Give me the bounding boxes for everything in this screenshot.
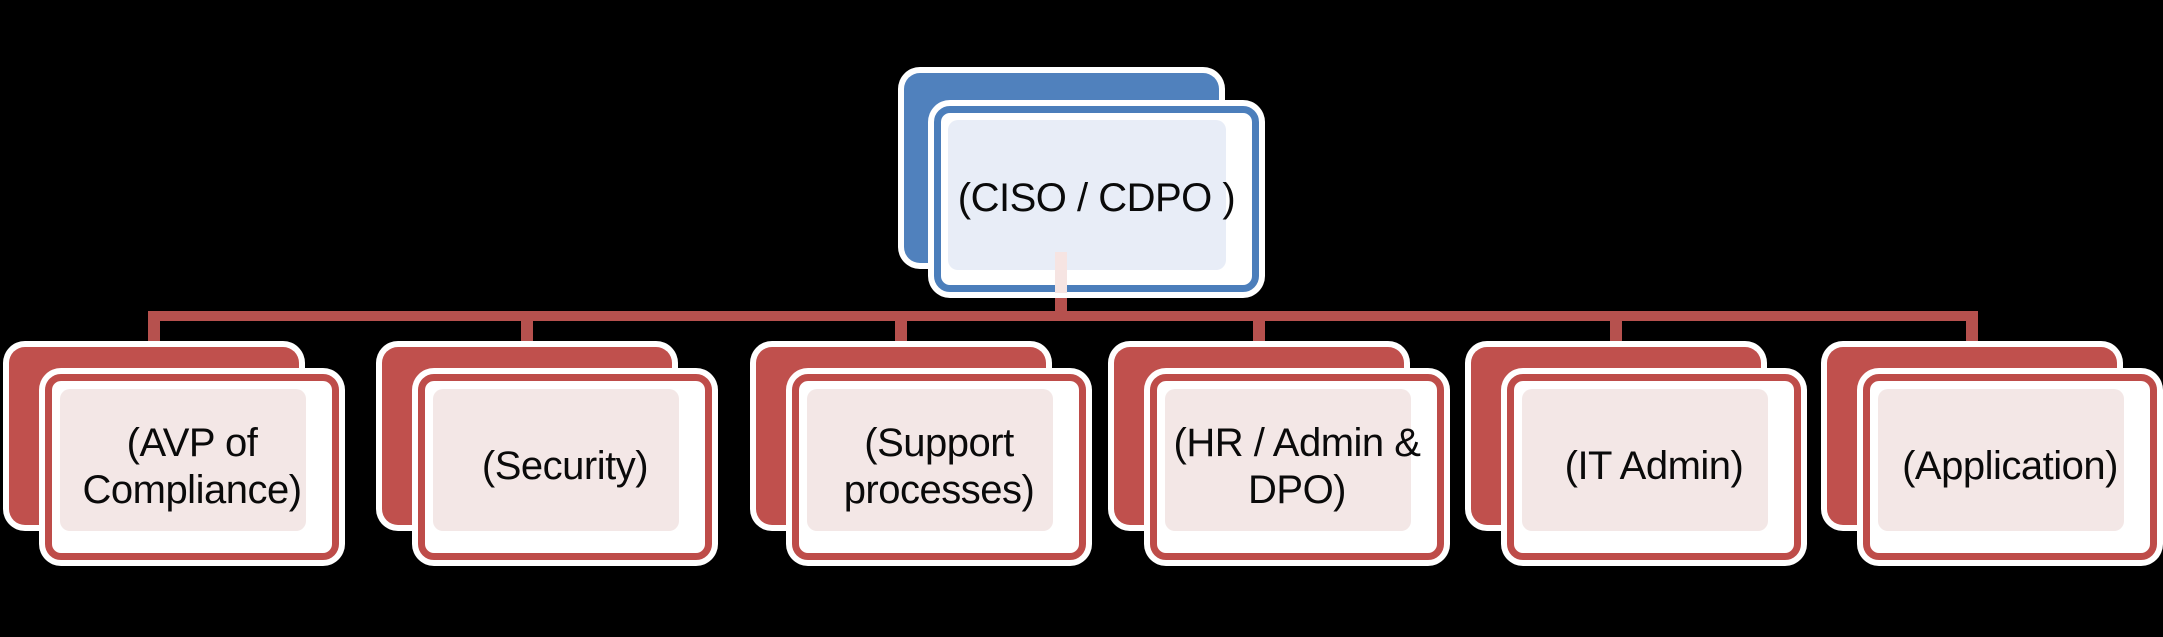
node-tint-panel (948, 120, 1226, 270)
org-node-label: (Application) (1902, 444, 2118, 489)
org-node-avp-of-compliance: (AVP of Compliance) (3, 341, 345, 566)
node-tint-panel (1878, 389, 2124, 531)
node-tint-panel (1522, 389, 1768, 531)
org-node-support-processes-box[interactable]: (Support processes) (792, 374, 1086, 560)
org-node-it-admin-box[interactable]: (IT Admin) (1507, 374, 1801, 560)
org-node-it-admin: (IT Admin) (1465, 341, 1807, 566)
org-node-label: (HR / Admin & DPO) (1173, 420, 1421, 512)
org-node-application: (Application) (1821, 341, 2163, 566)
org-node-security: (Security) (376, 341, 718, 566)
org-node-application-box[interactable]: (Application) (1863, 374, 2157, 560)
org-node-label: (Security) (481, 444, 649, 489)
node-tint-panel (60, 389, 306, 531)
org-node-root-box[interactable]: (CISO / CDPO ) (934, 106, 1259, 292)
org-node-label: (IT Admin) (1564, 444, 1744, 489)
org-node-security-box[interactable]: (Security) (418, 374, 712, 560)
org-node-root-label: (CISO / CDPO ) (957, 176, 1236, 221)
org-node-root: (CISO / CDPO ) (898, 67, 1271, 304)
org-node-support-processes: (Support processes) (750, 341, 1092, 566)
node-tint-panel (1165, 389, 1411, 531)
org-node-hr-admin-dpo-box[interactable]: (HR / Admin & DPO) (1150, 374, 1444, 560)
connector-root-faint-stub (1055, 252, 1067, 293)
org-node-hr-admin-dpo: (HR / Admin & DPO) (1108, 341, 1450, 566)
org-node-label: (Support processes) (843, 420, 1035, 512)
node-tint-panel (433, 389, 679, 531)
connector-horizontal-bar (148, 311, 1978, 321)
org-node-label: (AVP of Compliance) (82, 420, 302, 512)
node-tint-panel (807, 389, 1053, 531)
org-node-avp-of-compliance-box[interactable]: (AVP of Compliance) (45, 374, 339, 560)
